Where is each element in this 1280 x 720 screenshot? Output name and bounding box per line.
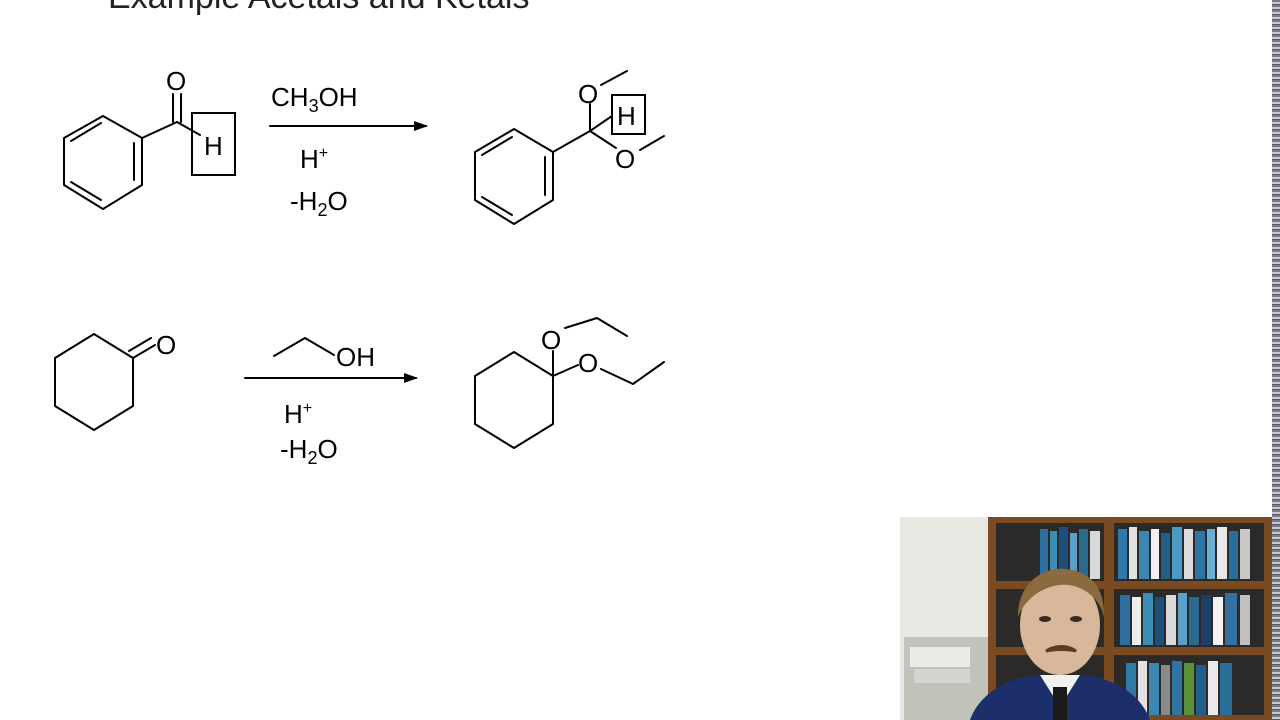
- screen-edge-strip: [1272, 0, 1280, 720]
- cyclohexanone-structure: O: [54, 330, 176, 431]
- reagent-methanol: CH3OH: [271, 82, 358, 116]
- reaction1-water-loss: -H2O: [290, 186, 348, 220]
- carbonyl-oxygen-label: O: [166, 66, 186, 96]
- ketal-oxygen-right-label: O: [578, 348, 598, 378]
- aldehyde-h-highlight-box: [191, 112, 236, 176]
- reaction2-acid-catalyst: H+: [284, 399, 312, 429]
- reaction2-conditions: OH H+ -H2O: [244, 337, 418, 468]
- dimethyl-acetal-product-structure: O O H: [474, 70, 665, 225]
- diethyl-ketal-product-structure: O O: [474, 317, 665, 449]
- acetal-h-highlight-box: [611, 94, 646, 135]
- acetal-oxygen-top-label: O: [578, 79, 598, 109]
- presenter-webcam: [900, 517, 1272, 720]
- ethanol-hydroxyl-label: OH: [336, 342, 375, 372]
- reaction1-conditions: CH3OH H+ -H2O: [269, 82, 428, 220]
- slide-title: Example Acetals and Ketals: [108, 0, 529, 17]
- ketal-oxygen-top-label: O: [541, 325, 561, 355]
- reaction2-water-loss: -H2O: [280, 434, 338, 468]
- presenter-video-icon: [900, 517, 1272, 720]
- acetal-oxygen-bottom-label: O: [615, 144, 635, 174]
- acetal-hydrogen-label: H: [617, 101, 636, 131]
- reaction1-acid-catalyst: H+: [300, 144, 328, 174]
- benzaldehyde-structure: O H: [63, 66, 236, 210]
- aldehyde-hydrogen-label: H: [204, 131, 223, 161]
- ketone-oxygen-label: O: [156, 330, 176, 360]
- ethanol-skeletal-bonds: [273, 337, 335, 357]
